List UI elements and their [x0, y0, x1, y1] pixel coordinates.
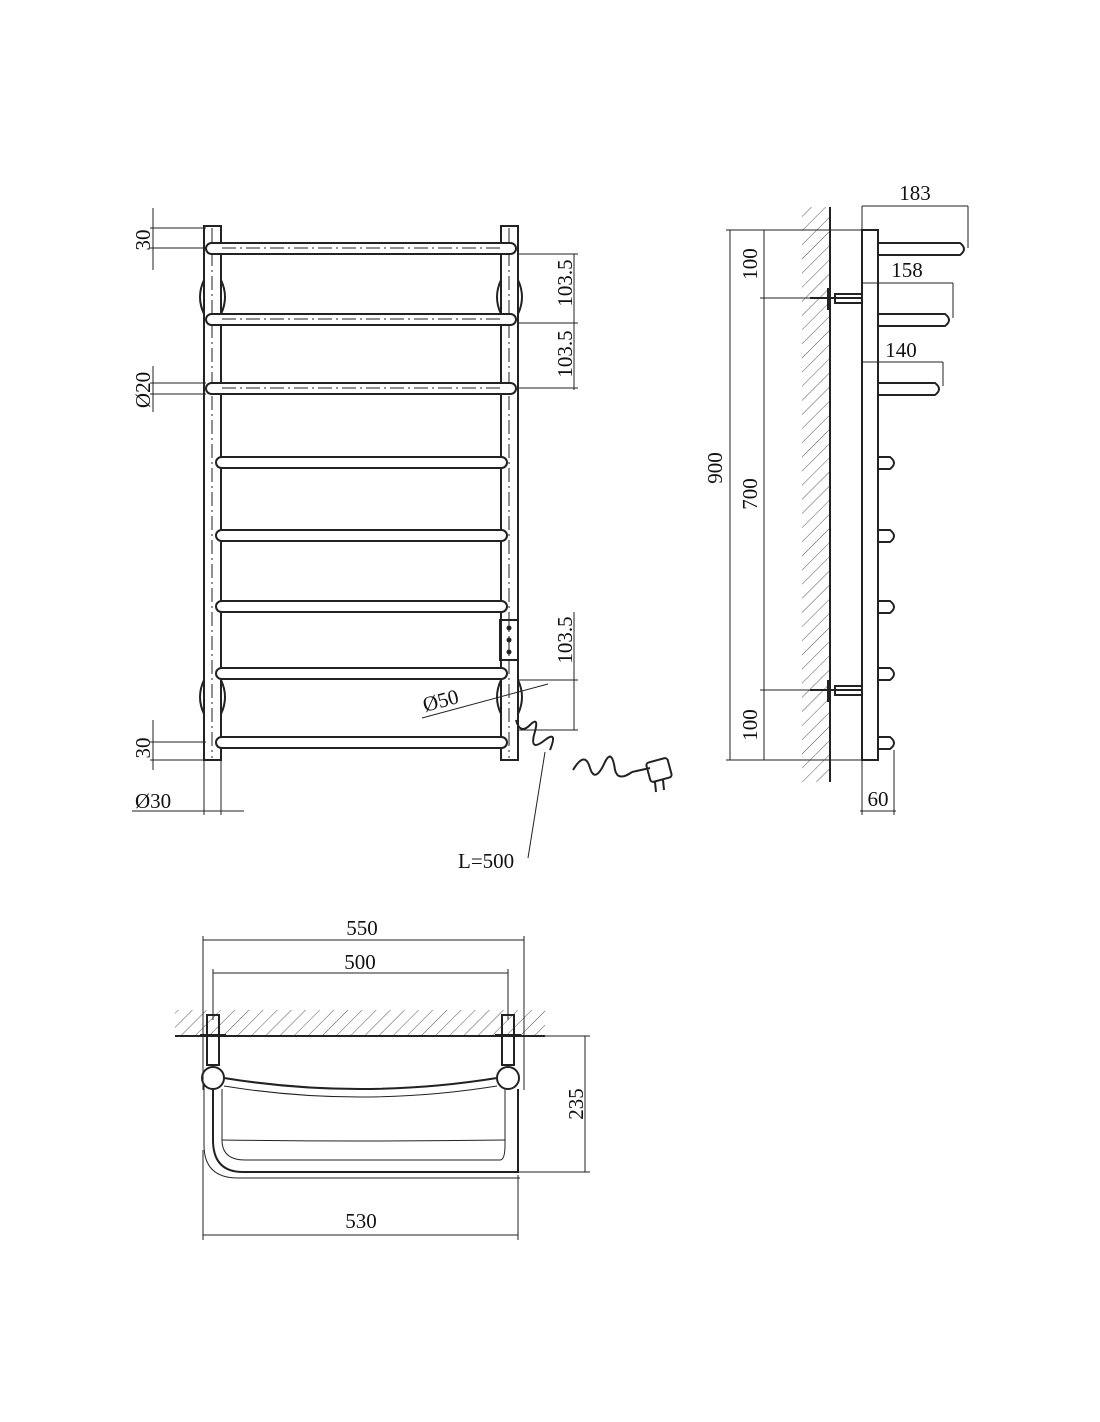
rungs	[205, 242, 517, 749]
dim-mount-spacing: 700	[738, 478, 762, 510]
dim-depth-lower: 140	[885, 338, 917, 362]
left-post	[203, 225, 222, 761]
wall-section-top	[175, 1010, 545, 1036]
dim-top-offset: 30	[131, 230, 155, 251]
dim-top-mount-offset: 100	[738, 248, 762, 280]
dim-post-diameter: Ø30	[135, 789, 171, 813]
dim-depth-middle: 158	[891, 258, 923, 282]
dim-flange-diameter: Ø50	[420, 684, 461, 717]
right-post	[500, 225, 519, 761]
dim-rung-pitch-3: 103.5	[553, 616, 577, 663]
side-view: 183 158 140 60 900 100 700 100	[703, 181, 969, 815]
control-box	[499, 619, 519, 661]
dim-depth-top: 183	[899, 181, 931, 205]
wall-flanges	[199, 279, 523, 715]
dim-bottom-offset: 30	[131, 738, 155, 759]
dim-bottom-mount-offset: 100	[738, 709, 762, 741]
power-cable	[515, 719, 673, 793]
top-frame-outer	[212, 1089, 519, 1173]
dim-rung-diameter: Ø20	[131, 372, 155, 408]
dim-base-width: 530	[345, 1209, 377, 1233]
side-post	[861, 229, 879, 761]
cable-length-label: L=500	[458, 849, 514, 873]
side-rungs	[878, 242, 965, 750]
dim-post-depth: 60	[868, 787, 889, 811]
plug-icon	[645, 757, 673, 783]
dim-overall-width: 550	[346, 916, 378, 940]
dim-rung-pitch-2: 103.5	[553, 330, 577, 377]
dim-projection: 235	[564, 1088, 588, 1120]
dim-total-height: 900	[703, 452, 727, 484]
front-view: 30 Ø20 30 Ø30 103.5 103.5 103.5 Ø50 L=50…	[131, 208, 673, 873]
dim-top-mount-spacing: 500	[344, 950, 376, 974]
top-view: 550 500 530 235	[175, 916, 590, 1240]
wall-section	[802, 207, 830, 782]
dim-rung-pitch-1: 103.5	[553, 259, 577, 306]
